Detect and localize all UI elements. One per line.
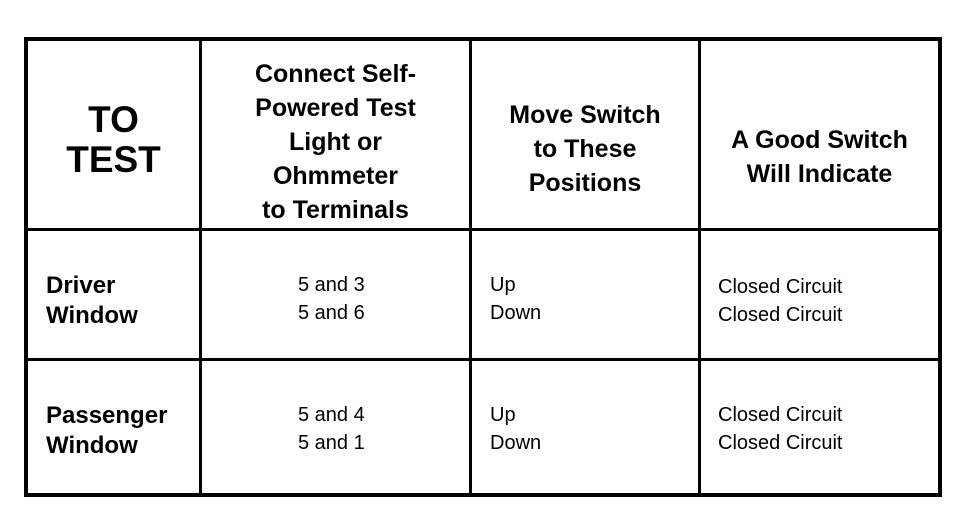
driver-indicate: Closed Circuit Closed Circuit (718, 276, 843, 326)
row-driver-indicate-cell: Closed Circuit Closed Circuit (701, 231, 938, 361)
header-good-switch: A Good Switch Will Indicate (701, 41, 938, 231)
header-to-test: TO TEST (28, 41, 202, 231)
row-passenger-positions-cell: Up Down (472, 361, 701, 493)
header-good-text: A Good Switch Will Indicate (731, 126, 908, 188)
row-passenger-label-cell: Passenger Window (28, 361, 202, 493)
passenger-positions: Up Down (490, 404, 542, 454)
header-connect-text: Connect Self- Powered Test Light or Ohmm… (254, 60, 417, 224)
row-driver-label-cell: Driver Window (28, 231, 202, 361)
header-move-text: Move Switch to These Positions (509, 100, 661, 197)
row-driver-positions-cell: Up Down (472, 231, 701, 361)
row-driver-terminals-cell: 5 and 3 5 and 6 (202, 231, 472, 361)
row-label-driver-window: Driver Window (46, 272, 138, 329)
row-label-passenger-window: Passenger Window (46, 402, 168, 459)
passenger-terminals: 5 and 4 5 and 1 (298, 404, 365, 454)
row-passenger-indicate-cell: Closed Circuit Closed Circuit (701, 361, 938, 493)
header-move-switch: Move Switch to These Positions (472, 41, 701, 231)
header-connect-terminals: Connect Self- Powered Test Light or Ohmm… (202, 41, 472, 231)
switch-test-table: TO TEST Connect Self- Powered Test Light… (24, 37, 942, 497)
driver-terminals: 5 and 3 5 and 6 (298, 274, 365, 324)
driver-positions: Up Down (490, 274, 542, 324)
passenger-indicate: Closed Circuit Closed Circuit (718, 404, 843, 454)
header-to-test-text: TO TEST (66, 98, 161, 180)
row-passenger-terminals-cell: 5 and 4 5 and 1 (202, 361, 472, 493)
